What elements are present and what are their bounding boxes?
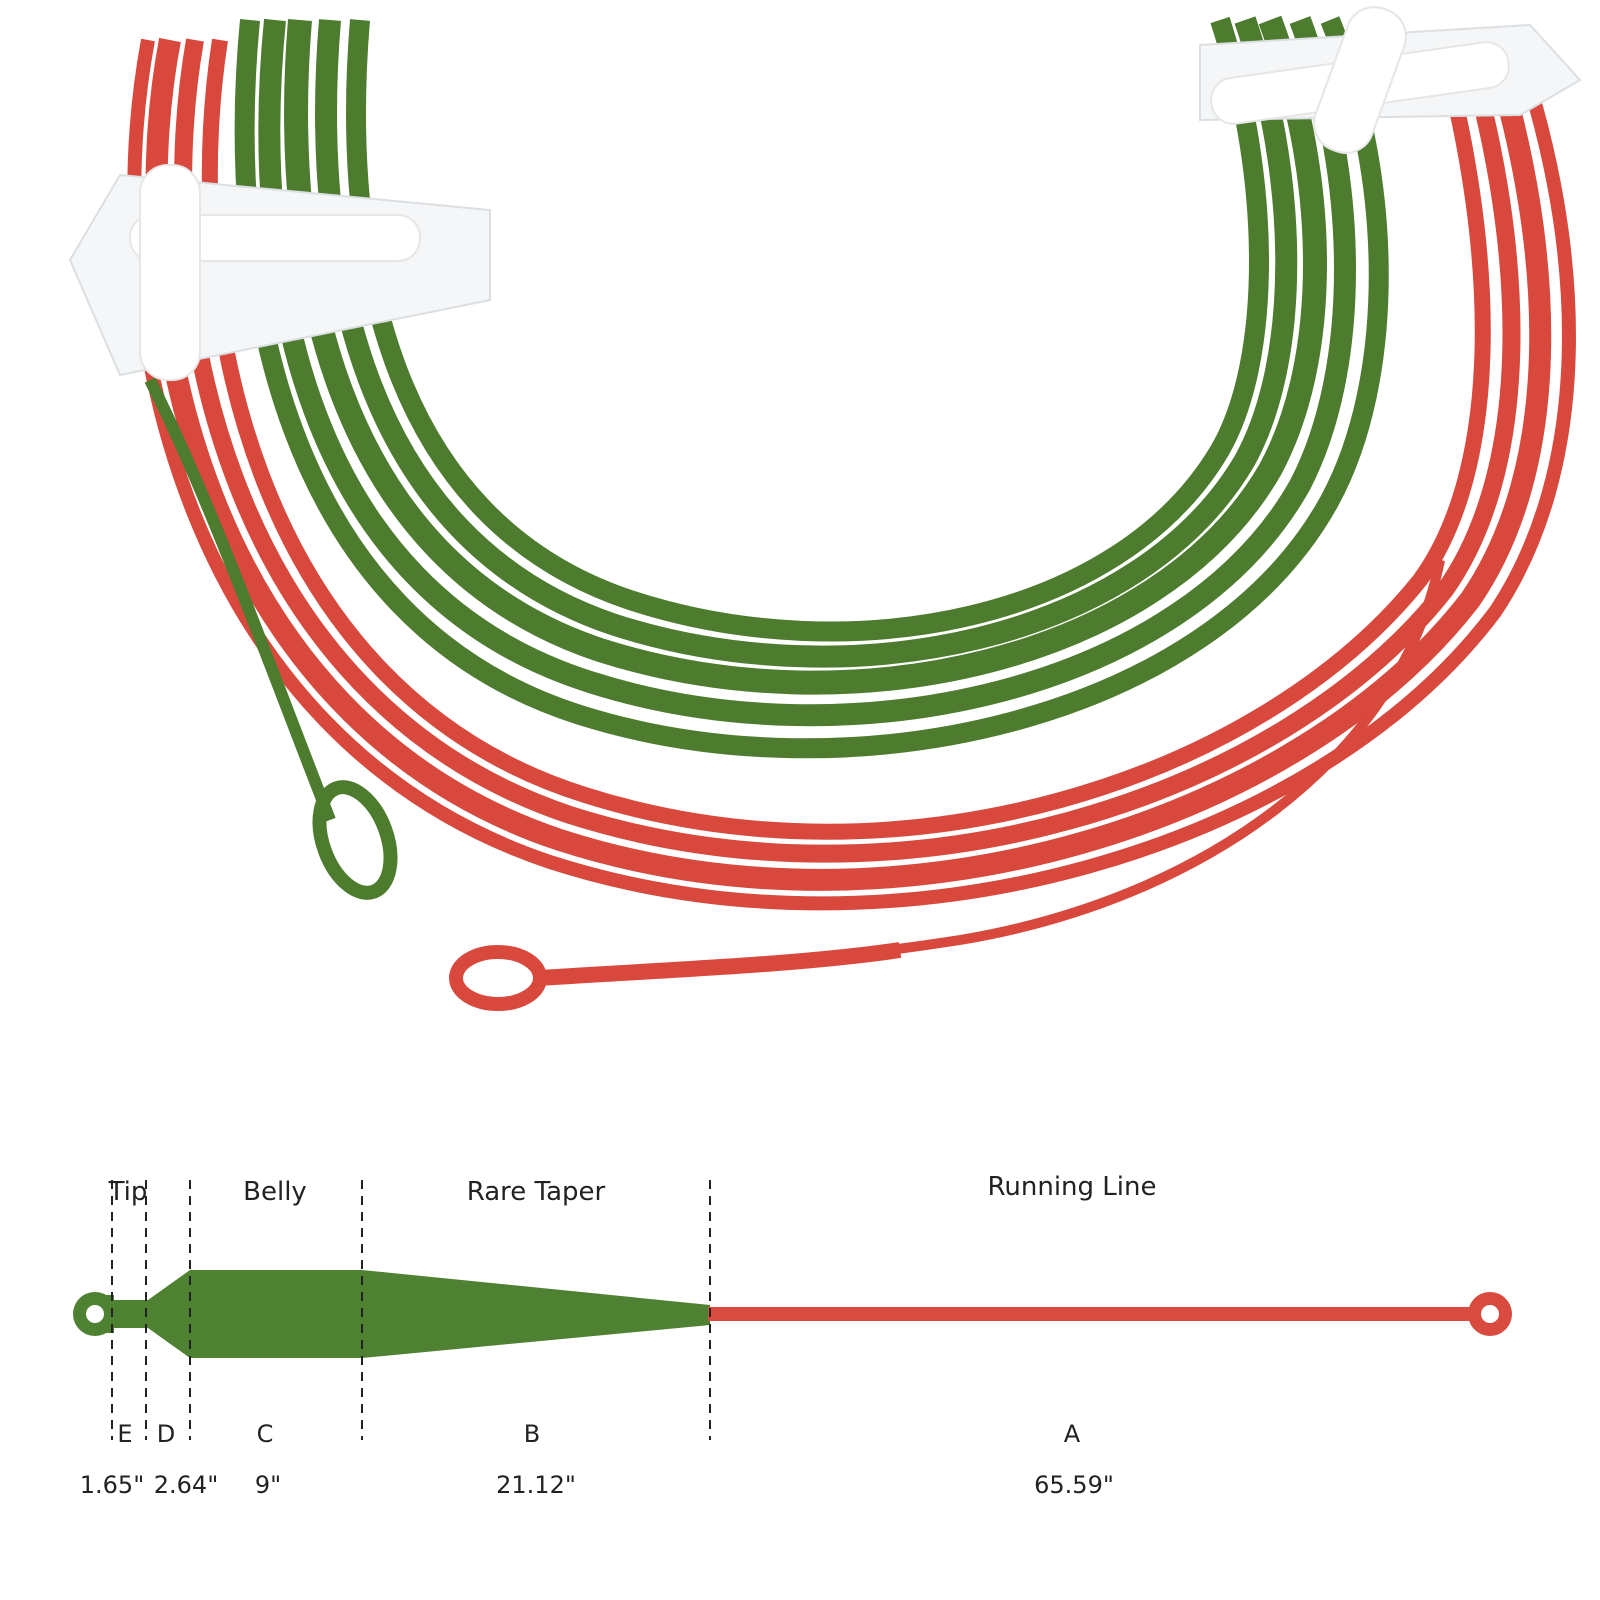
segment-dividers — [111, 1180, 711, 1440]
segment-letter-e: E — [117, 1420, 132, 1448]
coil-tag-right — [1199, 6, 1582, 154]
segment-name-belly: Belly — [243, 1177, 307, 1207]
segment-letter-d: D — [157, 1420, 175, 1448]
taper-shape — [73, 1270, 1512, 1358]
segment-length-d: 2.64" — [154, 1471, 218, 1499]
segment-length-a: 65.59" — [1034, 1471, 1114, 1499]
red-line-end-loop — [449, 559, 1445, 1011]
coil-green-inner — [234, 15, 1389, 759]
segment-name-running-line: Running Line — [988, 1172, 1157, 1202]
segment-length-b: 21.12" — [496, 1471, 576, 1499]
head-profile — [98, 1270, 710, 1358]
segment-length-c: 9" — [255, 1471, 281, 1499]
green-line-end-loop — [144, 377, 398, 900]
segment-names: Tip Belly Rare Taper Running Line — [108, 1172, 1157, 1207]
segment-name-tip: Tip — [108, 1177, 148, 1207]
line-taper-diagram: Tip Belly Rare Taper Running Line E D C … — [73, 1172, 1512, 1499]
segment-letter-a: A — [1064, 1420, 1081, 1448]
segment-lengths: 1.65" 2.64" 9" 21.12" 65.59" — [80, 1471, 1114, 1499]
segment-length-e: 1.65" — [80, 1471, 144, 1499]
segment-letter-c: C — [257, 1420, 274, 1448]
segment-letter-b: B — [524, 1420, 540, 1448]
segment-name-rare-taper: Rare Taper — [467, 1177, 606, 1207]
fly-line-coil-photo — [68, 6, 1582, 1011]
coil-tag-left — [68, 164, 491, 381]
segment-letters: E D C B A — [117, 1420, 1080, 1448]
coil-red-outer — [127, 36, 1576, 911]
running-line — [708, 1307, 1488, 1321]
